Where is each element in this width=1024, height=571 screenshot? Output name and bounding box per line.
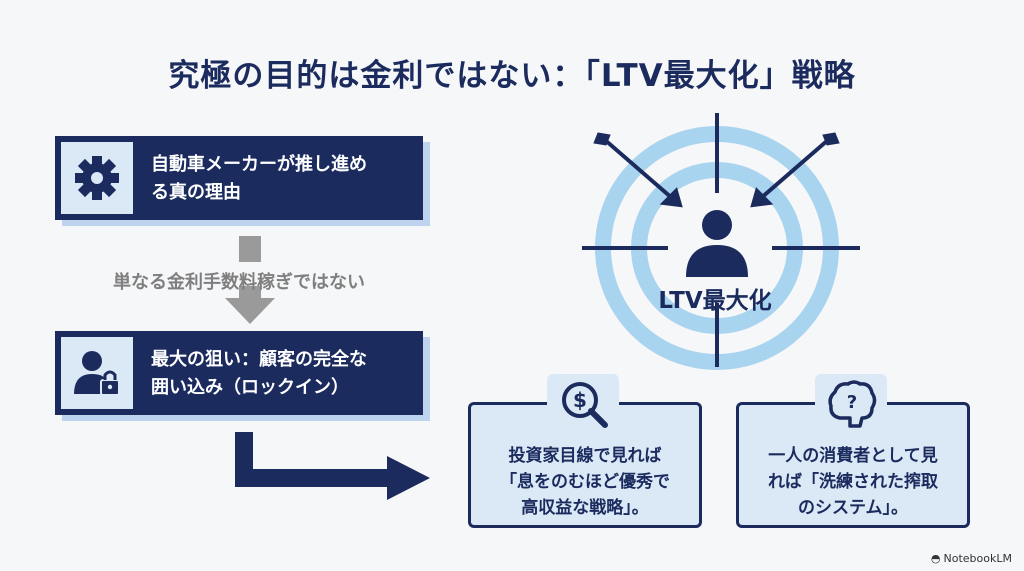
bubble-line: 高収益な戦略」。 xyxy=(521,498,649,518)
gear-icon xyxy=(75,156,119,200)
icon-badge: ? xyxy=(815,374,887,432)
icon-badge: $ xyxy=(547,374,619,432)
bubble-line: 一人の消費者として見 xyxy=(768,446,938,466)
bubble-line: れば「洗練された搾取 xyxy=(768,472,938,492)
footer-text: NotebookLM xyxy=(943,552,1012,565)
middle-label: 単なる金利手数料稼ぎではない xyxy=(113,272,365,293)
card-text-line: る真の理由 xyxy=(151,182,241,203)
card-text-line: 自動車メーカーが推し進め xyxy=(151,154,367,175)
bubble-line: のシステム」。 xyxy=(798,498,908,518)
card-text: 最大の狙い：顧客の完全な 囲い込み（ロックイン） xyxy=(151,346,413,402)
arrow-right-icon xyxy=(750,132,840,208)
bubble-line: 投資家目線で見れば xyxy=(508,446,662,466)
person-icon xyxy=(686,210,748,277)
elbow-arrow xyxy=(235,432,430,500)
svg-text:$: $ xyxy=(573,388,587,412)
user-lock-icon xyxy=(74,351,120,396)
target-graphic xyxy=(582,113,860,370)
aim-card: 最大の狙い：顧客の完全な 囲い込み（ロックイン） xyxy=(55,331,423,415)
card-text: 自動車メーカーが推し進め る真の理由 xyxy=(151,151,413,207)
brain-question-icon: ? xyxy=(828,380,877,428)
svg-text:?: ? xyxy=(847,392,857,413)
reason-card: 自動車メーカーが推し進め る真の理由 xyxy=(55,136,423,220)
bubble-text: 投資家目線で見れば 「息をのむほど優秀で 高収益な戦略」。 xyxy=(471,443,699,521)
down-arrow xyxy=(225,236,275,324)
footer-brand: ◓NotebookLM xyxy=(931,552,1012,565)
dollar-magnifier-icon: $ xyxy=(562,382,608,428)
icon-box xyxy=(61,142,133,214)
bubble-text: 一人の消費者として見 れば「洗練された搾取 のシステム」。 xyxy=(739,443,967,521)
card-text-line: 囲い込み（ロックイン） xyxy=(151,377,349,398)
target-label: LTV最大化 xyxy=(658,288,772,314)
notebooklm-logo-icon: ◓ xyxy=(930,552,941,565)
page-title: 究極の目的は金利ではない：「LTV最大化」戦略 xyxy=(168,58,856,94)
bubble-line: 「息をのむほど優秀で xyxy=(500,472,670,492)
card-text-line: 最大の狙い：顧客の完全な xyxy=(151,349,367,370)
icon-box xyxy=(61,337,133,409)
arrow-left-icon xyxy=(593,132,683,208)
